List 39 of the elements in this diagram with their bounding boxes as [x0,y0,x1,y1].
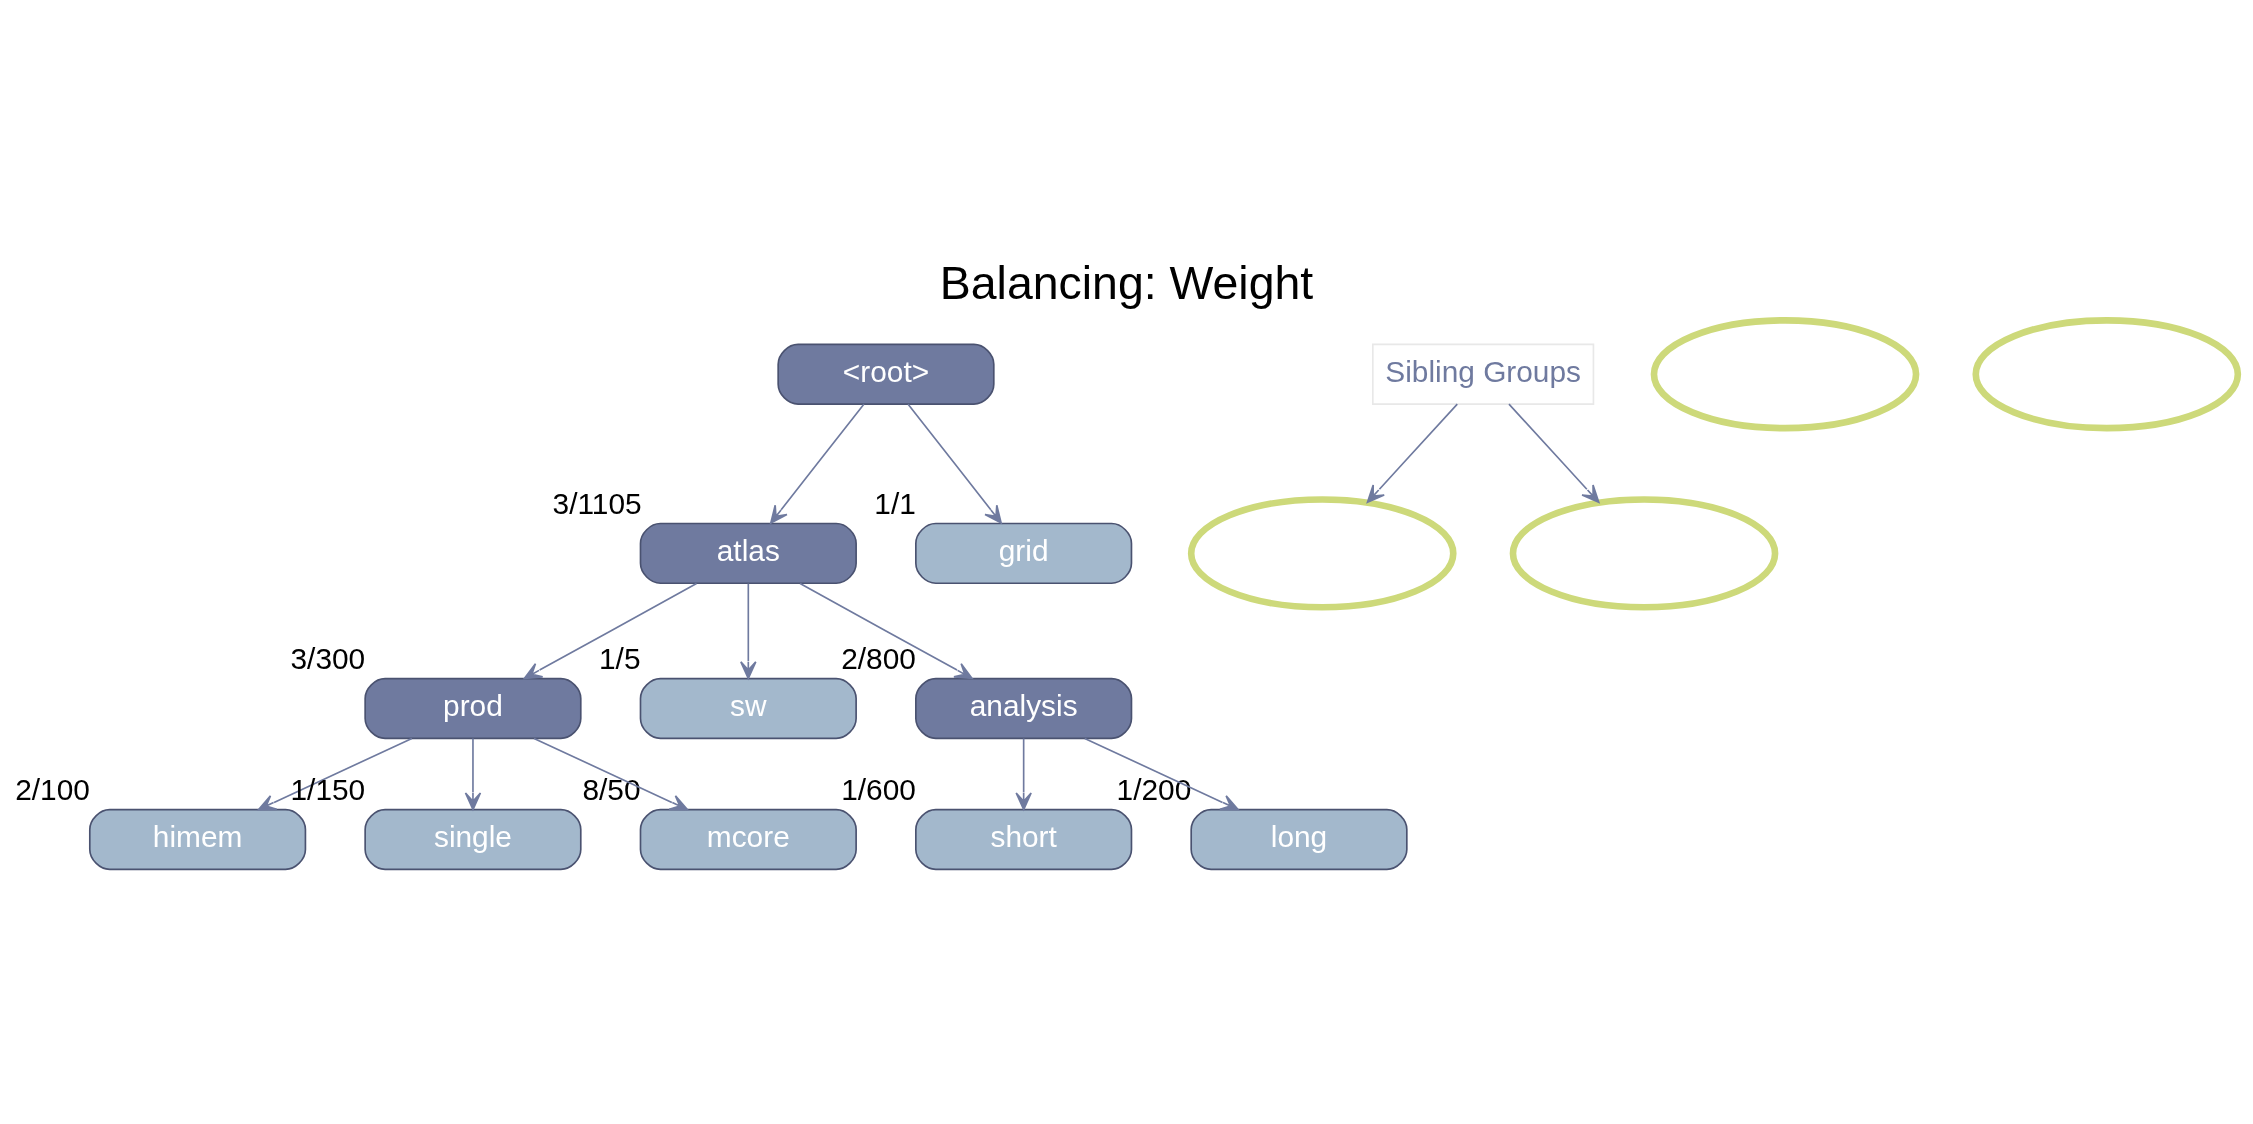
node-box: atlas [639,522,857,584]
node-box: sw [639,677,857,739]
arrow [533,737,689,810]
arrow [1083,737,1239,810]
arrow [1508,402,1600,503]
node-label: 1/5 [599,641,641,675]
node-ellipse [1187,495,1457,611]
arrow [257,737,413,810]
node-label: 1/1 [874,486,916,520]
node-box: himem [88,808,307,870]
node-ellipse [1650,316,1920,431]
arrow [799,582,973,679]
node-label: 3/300 [290,641,366,675]
arrow [1015,737,1032,810]
diagram-title: Balancing: Weight [939,256,1314,309]
node-box: single [364,808,582,870]
node-box: short [915,808,1133,870]
node-box: grid [915,522,1133,584]
node-ellipse [1509,495,1779,611]
node-label: 2/800 [841,641,916,675]
arrow [523,582,698,679]
node-label: 3/1105 [552,486,642,520]
node-label: 1/200 [1116,772,1192,806]
node-box: Sibling Groups [1372,343,1595,405]
node-label: 1/600 [841,772,916,806]
node-label: 8/50 [582,772,641,806]
node-box: analysis [915,677,1133,739]
node-box: mcore [639,808,857,870]
node-label: 2/100 [15,772,90,806]
arrow [464,737,482,810]
arrow [907,402,1002,524]
node-label: 1/150 [290,772,366,806]
arrow [770,402,865,524]
node-box: <root> [777,343,995,405]
node-box: prod [364,677,582,739]
arrow [740,582,757,679]
arrow [1366,402,1459,503]
node-ellipse [1972,316,2242,431]
node-box: long [1190,808,1408,870]
